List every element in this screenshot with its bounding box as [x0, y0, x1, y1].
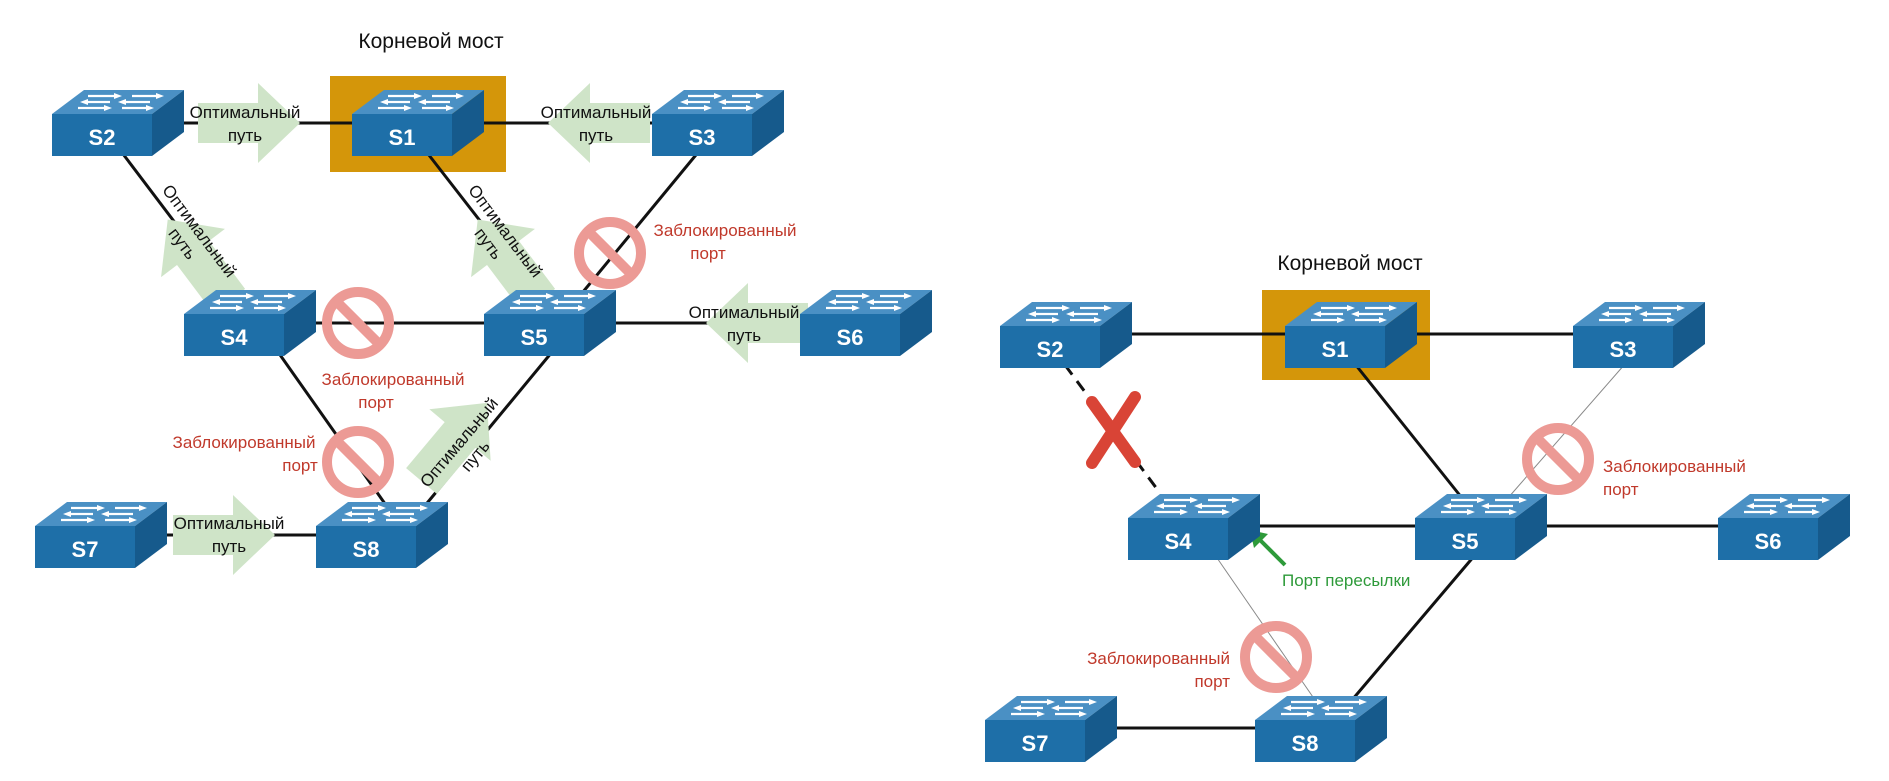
network-switch-icon [650, 88, 786, 158]
forwarding-port-label: Порт пересылки [1282, 571, 1410, 590]
blocked-port-label: Заблокированный порт [654, 221, 797, 263]
blocked-port-label: Заблокированный порт [173, 433, 318, 475]
prohibited-sign-icon [1245, 626, 1307, 688]
root-bridge-title: Корневой мост [358, 30, 504, 53]
switch-s3[interactable]: S3 [1571, 300, 1707, 370]
svg-text:Оптимальный: Оптимальный [190, 103, 301, 122]
network-switch-icon [33, 500, 169, 570]
root-bridge-title: Корневой мост [1277, 252, 1423, 275]
switch-s8[interactable]: S8 [314, 500, 450, 570]
svg-text:Заблокированный: Заблокированный [1603, 457, 1746, 476]
svg-text:Оптимальный: Оптимальный [541, 103, 652, 122]
svg-text:порт: порт [1194, 672, 1230, 691]
svg-text:S1: S1 [1322, 337, 1349, 362]
svg-text:путь: путь [727, 326, 761, 345]
optimal-path-label: Оптимальный путь [541, 103, 652, 145]
svg-text:S3: S3 [1610, 337, 1637, 362]
svg-text:S6: S6 [1755, 529, 1782, 554]
switch-s1[interactable]: S1 [1283, 300, 1419, 370]
optimal-path-arrow-icon [198, 83, 300, 163]
svg-text:S4: S4 [1165, 529, 1193, 554]
switch-s2[interactable]: S2 [998, 300, 1134, 370]
network-switch-icon [314, 500, 450, 570]
optimal-path-label: Оптимальный путь [174, 514, 285, 556]
svg-text:путь: путь [579, 126, 613, 145]
switch-s2[interactable]: S2 [50, 88, 186, 158]
svg-text:S7: S7 [72, 537, 99, 562]
svg-text:порт: порт [690, 244, 726, 263]
prohibited-sign-icon [579, 222, 641, 284]
switch-s3[interactable]: S3 [650, 88, 786, 158]
links [1063, 332, 1722, 730]
left-diagram: Корневой мост Оптимальный путь [33, 30, 934, 575]
svg-text:путь: путь [228, 126, 262, 145]
link-failed-x-icon [1086, 391, 1141, 469]
right-diagram: Корневой мост Заблокированный порт [983, 252, 1852, 764]
svg-text:S5: S5 [1452, 529, 1479, 554]
svg-text:S2: S2 [1037, 337, 1064, 362]
network-switch-icon [1571, 300, 1707, 370]
svg-text:Заблокированный: Заблокированный [1087, 649, 1230, 668]
network-switch-icon [50, 88, 186, 158]
network-switch-icon [1716, 492, 1852, 562]
switch-s4[interactable]: S4 [182, 288, 318, 358]
svg-text:S5: S5 [521, 325, 548, 350]
switch-s5[interactable]: S5 [482, 288, 618, 358]
network-switch-icon [983, 694, 1119, 764]
svg-text:S4: S4 [221, 325, 249, 350]
svg-text:S8: S8 [1292, 731, 1319, 756]
optimal-path-arrow-icon [173, 495, 275, 575]
link-s5-s8 [1350, 554, 1477, 701]
blocked-port-label: Заблокированный порт [1603, 457, 1746, 499]
svg-text:S2: S2 [89, 125, 116, 150]
svg-text:Заблокированный: Заблокированный [173, 433, 316, 452]
svg-text:S1: S1 [389, 125, 416, 150]
network-switch-icon [1413, 492, 1549, 562]
prohibited-sign-icon [327, 431, 389, 493]
svg-text:порт: порт [1603, 480, 1639, 499]
network-switch-icon [798, 288, 934, 358]
link-s1-s5 [1353, 363, 1464, 499]
svg-text:S8: S8 [353, 537, 380, 562]
switch-s4[interactable]: S4 [1126, 492, 1262, 562]
network-switch-icon [998, 300, 1134, 370]
svg-text:S3: S3 [689, 125, 716, 150]
svg-text:Оптимальный: Оптимальный [174, 514, 285, 533]
network-switch-icon [1126, 492, 1262, 562]
network-switch-icon [482, 288, 618, 358]
link-s4-s8 [276, 351, 390, 509]
svg-text:Заблокированный: Заблокированный [322, 370, 465, 389]
svg-text:Оптимальный: Оптимальный [689, 303, 800, 322]
svg-text:Заблокированный: Заблокированный [654, 221, 797, 240]
network-switch-icon [1253, 694, 1389, 764]
switch-s8[interactable]: S8 [1253, 694, 1389, 764]
svg-text:порт: порт [358, 393, 394, 412]
switch-s1[interactable]: S1 [350, 88, 486, 158]
optimal-path-label: Оптимальный путь [190, 103, 301, 145]
optimal-path-arrow-icon [706, 283, 808, 363]
svg-text:путь: путь [212, 537, 246, 556]
blocked-port-label: Заблокированный порт [322, 370, 465, 412]
switch-s6[interactable]: S6 [1716, 492, 1852, 562]
optimal-path-arrow-icon [548, 83, 650, 163]
network-switch-icon [1283, 300, 1419, 370]
link-s2-s4-failed [1063, 364, 1162, 494]
optimal-path-label: Оптимальный путь [689, 303, 800, 345]
switch-s5[interactable]: S5 [1413, 492, 1549, 562]
svg-text:порт: порт [282, 456, 318, 475]
link-s3-s5 [576, 149, 702, 299]
svg-text:S6: S6 [837, 325, 864, 350]
prohibited-sign-icon [1527, 428, 1589, 490]
switch-s6[interactable]: S6 [798, 288, 934, 358]
switch-s7[interactable]: S7 [33, 500, 169, 570]
network-switch-icon [182, 288, 318, 358]
svg-text:S7: S7 [1022, 731, 1049, 756]
network-switch-icon [350, 88, 486, 158]
blocked-port-label: Заблокированный порт [1087, 649, 1230, 691]
switch-s7[interactable]: S7 [983, 694, 1119, 764]
